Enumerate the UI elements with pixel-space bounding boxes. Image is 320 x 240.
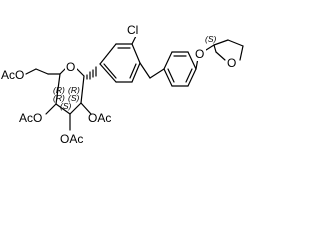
acetoxy-c6-label: AcO (1, 68, 24, 82)
stereo-label-c3: (S) (68, 93, 80, 103)
stereo-label-c1: (S) (60, 101, 72, 111)
hashed-bond (86, 66, 97, 80)
stereo-label-c2: (R) (53, 93, 65, 103)
atom-labels: Cl O O O AcO AcO OAc OAc (1, 23, 238, 146)
molecule-structure-diagram: Cl O O O AcO AcO OAc OAc (S) (R) (R) (S)… (1, 23, 244, 146)
stereo-label-thf: (S) (205, 34, 217, 44)
pyranose-ring-oxygen-label: O (66, 60, 75, 74)
acetoxy-c2-label: OAc (88, 111, 111, 125)
stereo-label-c4: (R) (53, 85, 65, 95)
stereo-descriptors: (S) (R) (R) (S) (R) (S) (53, 34, 217, 111)
bond-lines (25, 35, 244, 131)
ether-oxygen-label: O (195, 47, 204, 61)
stereo-label-c5: (R) (68, 85, 80, 95)
acetoxy-c3-label: OAc (60, 132, 83, 146)
acetoxy-c4-label: AcO (19, 111, 42, 125)
tetrahydrofuran-oxygen-label: O (227, 56, 236, 70)
chlorine-atom-label: Cl (127, 23, 138, 37)
